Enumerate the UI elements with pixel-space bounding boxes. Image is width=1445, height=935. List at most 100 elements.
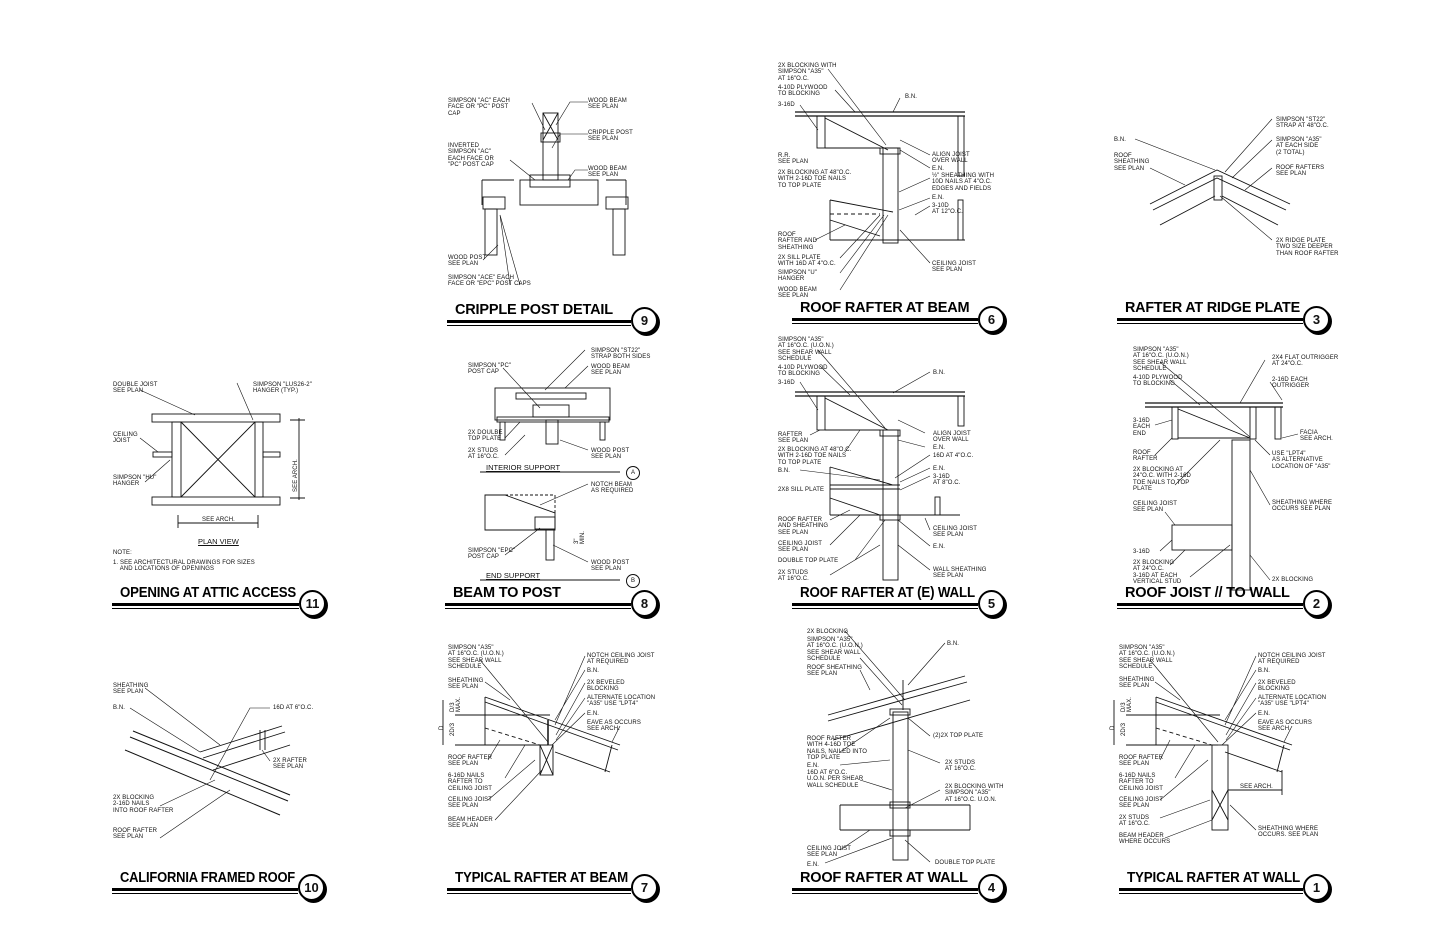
detail-title: TYPICAL RAFTER AT WALL — [1127, 870, 1301, 886]
callout-label: 3-16d — [778, 380, 795, 386]
callout-label: WALL SHEATHING SEE PLAN — [933, 567, 987, 580]
title-underline — [792, 888, 978, 891]
callout-label: SEE ARCH. — [202, 517, 235, 523]
callout-label: SIMPSON "ACE" EACH FACE OR "EPC" POST CA… — [448, 275, 531, 288]
callout-label: SIMPSON "A35" AT 16"o.c. (U.O.N.) SEE SH… — [1119, 645, 1175, 670]
callout-label: CEILING JOIST SEE PLAN — [1119, 797, 1163, 810]
callout-label: NOTE: — [113, 550, 132, 556]
callout-label: SHEATHING WHERE OCCURS. SEE PLAN — [1258, 826, 1319, 839]
section-tag: A — [626, 466, 640, 480]
callout-label: 2x STUDS AT 16"o.c. — [1119, 815, 1150, 828]
callout-label: ALIGN JOIST OVER WALL — [933, 431, 971, 444]
detail-number-badge: 3 — [1303, 306, 1330, 333]
callout-label: CEILING JOIST SEE PLAN — [448, 797, 492, 810]
callout-label: E.N. — [933, 544, 946, 550]
callout-label: D — [439, 725, 445, 730]
callout-label: WOOD POST SEE PLAN — [591, 448, 630, 461]
callout-label: 16d AT 6"o.c. U.O.N. PER SHEAR WALL SCHE… — [807, 770, 864, 789]
callout-label: WOOD BEAM SEE PLAN — [778, 287, 817, 300]
callout-label: SHEATHING SEE PLAN — [448, 678, 484, 691]
callout-label: EAVE AS OCCURS SEE ARCH. — [587, 720, 641, 733]
callout-label: D — [1110, 725, 1116, 730]
callout-label: SIMPSON "A35" AT EACH SIDE (2 TOTAL) — [1276, 137, 1322, 156]
callout-label: B.N. — [1258, 668, 1271, 674]
detail-number-badge: 7 — [631, 874, 658, 901]
callout-label: NOTCH BEAM AS REQUIRED — [591, 482, 634, 495]
detail-number-badge: 9 — [631, 307, 658, 334]
detail-number-badge: 11 — [299, 590, 326, 617]
callout-label: 2x DOULBE TOP PLATE — [468, 430, 503, 443]
callout-label: 1. SEE ARCHITECTURAL DRAWINGS FOR SIZES … — [113, 560, 255, 573]
title-underline — [447, 320, 631, 323]
callout-label: E.N. — [807, 763, 820, 769]
callout-label: ½" SHEATHING WITH 10d NAILS AT 4"o.c. ED… — [932, 173, 995, 192]
callout-label: SIMPSON "AC" EACH FACE OR "PC" POST CAP — [448, 98, 510, 117]
callout-label: ROOF SHEATHING SEE PLAN — [1114, 153, 1150, 172]
callout-label: SIMPSON "U" HANGER — [778, 270, 818, 283]
title-underline-thin — [792, 893, 978, 894]
detail-number-badge: 10 — [298, 874, 325, 901]
callout-label: 2x BLOCKING AT 48"o.c. WITH 2-16d TOE NA… — [778, 447, 852, 466]
detail-2-drawing — [1145, 359, 1299, 591]
callout-label: ROOF RAFTER SEE PLAN — [448, 755, 493, 768]
detail-title: BEAM TO POST — [453, 585, 561, 601]
callout-label: B.N. — [113, 705, 126, 711]
callout-label: CEILING JOIST SEE PLAN — [807, 846, 851, 859]
callout-label: NOTCH CEILING JOIST AT REQUIRED — [1258, 653, 1326, 666]
callout-label: SIMPSON "A35" AT 16"o.c. (U.O.N.) SEE SH… — [778, 337, 834, 362]
callout-label: E.N. — [932, 195, 945, 201]
title-underline — [792, 318, 978, 321]
callout-label: 2x STUDS AT 16"o.c. — [778, 570, 809, 583]
callout-label: SEE ARCH. — [1240, 784, 1273, 790]
callout-label: 2x BEVELED BLOCKING — [587, 680, 625, 693]
callout-label: SEE ARCH. — [293, 459, 299, 492]
callout-label: DOUBLE TOP PLATE — [935, 860, 996, 866]
section-tag: B — [626, 574, 640, 588]
detail-1-drawing — [1113, 655, 1293, 839]
callout-label: BEAM HEADER SEE PLAN — [448, 817, 493, 830]
callout-label: D/3 MAX. — [450, 696, 463, 712]
callout-label: SIMPSON "ST22" STRAP BOTH SIDES — [591, 348, 651, 361]
callout-label: 4-10d PLYWOOD TO BLOCKING — [1133, 375, 1183, 388]
detail-5-drawing — [795, 349, 965, 581]
title-underline-thin — [447, 893, 631, 894]
callout-label: ALIGN JOIST OVER WALL — [932, 152, 970, 165]
callout-label: E.N. — [1258, 711, 1271, 717]
callout-label: CEILING JOIST SEE PLAN — [932, 261, 976, 274]
callout-label: 2-16d EACH OUTRIGGER — [1272, 377, 1310, 390]
callout-label: 2x BLOCKING — [807, 629, 849, 635]
detail-number-badge: 1 — [1303, 874, 1330, 901]
detail-7-drawing — [442, 655, 621, 821]
detail-title: ROOF RAFTER AT BEAM — [800, 300, 970, 316]
title-underline-thin — [112, 893, 298, 894]
callout-label: 2x STUDS AT 16"o.c. — [945, 760, 976, 773]
callout-label: RAFTER SEE PLAN — [778, 432, 809, 445]
callout-label: 2x RAFTER SEE PLAN — [273, 758, 307, 771]
detail-number-badge: 4 — [978, 874, 1005, 901]
callout-label: 16d AT 6"o.c. — [273, 705, 314, 711]
title-underline — [445, 603, 631, 606]
callout-label: FACIA SEE ARCH. — [1300, 430, 1333, 443]
callout-label: WOOD POST SEE PLAN — [448, 255, 487, 268]
callout-label: (2)2x TOP PLATE — [933, 733, 984, 739]
title-underline-thin — [792, 608, 978, 609]
callout-label: 2x BLOCKING WITH SIMPSON "A35" AT 16"o.c… — [778, 63, 837, 82]
callout-label: CEILING JOIST SEE PLAN — [933, 526, 977, 539]
detail-8-drawing — [480, 349, 620, 581]
callout-label: 3-16d AT 8"o.c. — [933, 474, 961, 487]
callout-label: 2x SILL PLATE WITH 16d AT 4"o.c. — [778, 255, 836, 268]
callout-label: WOOD BEAM SEE PLAN — [588, 166, 627, 179]
title-underline — [792, 603, 978, 606]
callout-label: ROOF RAFTERS SEE PLAN — [1276, 165, 1325, 178]
callout-label: SHEATHING WHERE OCCURS SEE PLAN — [1272, 500, 1333, 513]
title-underline-thin — [112, 608, 299, 609]
callout-label: B.N. — [778, 468, 791, 474]
callout-label: 4-10d PLYWOOD TO BLOCKING — [778, 365, 828, 378]
callout-label: 16d AT 4"o.c. — [933, 453, 974, 459]
callout-label: SHEATHING SEE PLAN — [113, 683, 149, 696]
callout-label: 2x BEVELED BLOCKING — [1258, 680, 1296, 693]
callout-label: SIMPSON "EPC" POST CAP — [468, 548, 516, 561]
detail-number-badge: 2 — [1303, 590, 1330, 617]
callout-label: R.R. SEE PLAN — [778, 153, 809, 166]
